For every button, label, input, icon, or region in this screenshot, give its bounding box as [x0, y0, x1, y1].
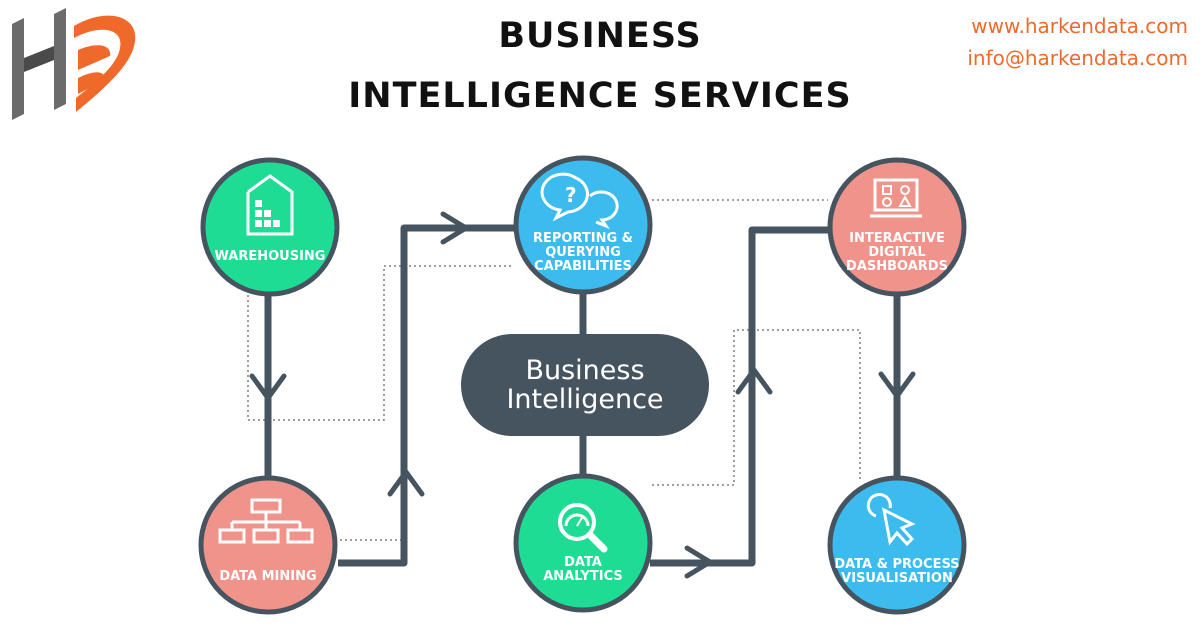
data-mining-label: DATA MINING — [219, 569, 317, 584]
chevron-up-icon — [387, 469, 425, 497]
email-link[interactable]: info@harkendata.com — [967, 46, 1188, 70]
warehousing-label: WAREHOUSING — [214, 249, 326, 264]
title-line-2: INTELLIGENCE SERVICES — [348, 76, 852, 116]
chevron-down-icon — [878, 371, 916, 399]
magnifier-chart-icon — [558, 503, 608, 553]
visualisation-label: DATA & PROCESS VISUALISATION — [834, 557, 960, 586]
data-analytics-label: DATA ANALYTICS — [543, 555, 623, 584]
cursor-click-icon — [866, 493, 916, 547]
dashboard-screen-icon — [870, 178, 922, 218]
chevron-right-icon — [440, 211, 469, 245]
dashboards-label: INTERACTIVE DIGITAL DASHBOARDS — [846, 231, 948, 274]
hub-label: Business Intelligence — [506, 355, 664, 415]
page-title: BUSINESS INTELLIGENCE SERVICES — [300, 14, 900, 118]
chevron-down-icon — [249, 373, 287, 401]
hub-pill — [461, 334, 709, 436]
warehouse-icon — [246, 174, 294, 236]
dotted-connectors — [247, 199, 861, 541]
node-visualisation — [827, 475, 967, 615]
node-dashboards — [827, 157, 967, 297]
harkendata-logo — [12, 8, 136, 120]
node-data-analytics — [513, 473, 653, 613]
hierarchy-icon — [218, 498, 314, 544]
contact-block: www.harkendata.com info@harkendata.com — [967, 10, 1188, 74]
website-link[interactable]: www.harkendata.com — [971, 14, 1188, 38]
node-data-mining — [198, 475, 338, 615]
solid-connectors — [264, 224, 901, 567]
speech-bubbles-icon: ? — [540, 172, 619, 230]
chevron-up-icon — [735, 367, 773, 395]
chevron-right-icon — [684, 545, 713, 579]
svg-text:?: ? — [565, 183, 577, 207]
reporting-label: REPORTING & QUERYING CAPABILITIES — [532, 231, 633, 274]
title-line-1: BUSINESS — [498, 16, 702, 56]
